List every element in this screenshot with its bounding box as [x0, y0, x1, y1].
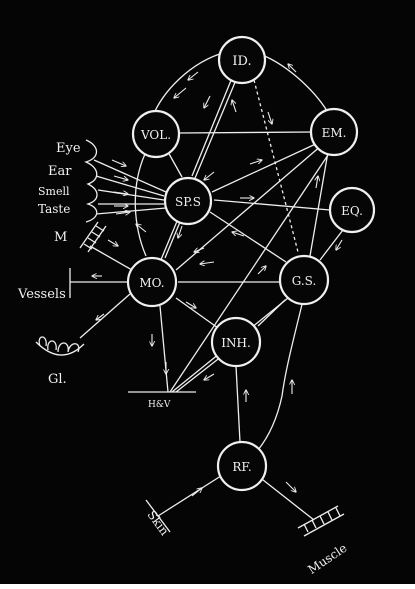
- peripheral-symbols: [35, 139, 345, 537]
- edge-vol-em: [177, 131, 313, 134]
- node-vol: VOL.: [131, 109, 181, 159]
- edge-em-hv: [169, 151, 331, 393]
- skin-bar: [145, 499, 171, 533]
- node-id: ID.: [217, 35, 267, 85]
- node-em-label: EM.: [322, 126, 347, 140]
- edge-inh-hv: [175, 355, 223, 393]
- node-vol-label: VOL.: [140, 128, 171, 142]
- arrows: [92, 64, 343, 497]
- arrow: [136, 224, 147, 233]
- label-smell: Smell: [38, 185, 70, 198]
- arrow: [174, 87, 187, 98]
- arrow: [194, 247, 205, 252]
- edge-gs-rf: [257, 295, 305, 451]
- muscle-ladder-bottom: [297, 505, 345, 537]
- label-m: M: [54, 230, 67, 245]
- edge-sense-1: [93, 159, 167, 193]
- arrow: [316, 176, 318, 189]
- node-sps-label: SP.S: [175, 195, 201, 209]
- edge-id-mo: [159, 79, 237, 263]
- edge-sps-em: [211, 141, 321, 193]
- arrow: [96, 313, 105, 320]
- arrow: [111, 159, 126, 166]
- edges: [70, 51, 347, 521]
- label-vessels: Vessels: [17, 287, 66, 302]
- node-gs: G.S.: [278, 254, 330, 306]
- arrow: [113, 192, 128, 194]
- edge-muscle-m: [89, 245, 133, 271]
- edge-sense-3: [97, 189, 165, 201]
- arrow: [285, 481, 296, 492]
- edge-sps-mo: [164, 221, 181, 259]
- edge-mo-inh: [175, 297, 219, 329]
- arrow: [288, 64, 297, 73]
- arrow: [267, 111, 272, 124]
- edge-rf-skin: [157, 473, 225, 517]
- edge-vol-sps: [167, 151, 183, 178]
- gland-loops: [35, 336, 85, 356]
- node-eq: EQ.: [328, 186, 376, 234]
- arrow: [257, 266, 266, 275]
- arrow: [232, 100, 237, 113]
- node-sps: SP.S: [163, 176, 213, 226]
- arrow: [178, 225, 183, 238]
- arrow: [249, 160, 262, 165]
- label-ear: Ear: [48, 164, 72, 179]
- arrow: [188, 71, 199, 80]
- sense-organ-arcs: [84, 139, 98, 223]
- muscle-ladder-left: [79, 221, 107, 253]
- arrow: [204, 95, 211, 108]
- label-gl: Gl.: [48, 372, 67, 387]
- arrow: [232, 232, 245, 237]
- arrow: [107, 239, 118, 246]
- label-taste: Taste: [38, 202, 70, 216]
- arrow: [191, 488, 202, 497]
- edge-sps-gs: [209, 211, 287, 263]
- edge-inh-rf: [235, 365, 241, 443]
- arrow: [185, 301, 196, 308]
- arrow: [113, 175, 128, 180]
- arrow: [204, 171, 215, 180]
- arrow: [200, 262, 215, 264]
- edge-id-sps: [191, 77, 233, 177]
- edge-sense-5: [95, 207, 167, 215]
- edge-mo-hv: [159, 305, 169, 393]
- node-gs-label: G.S.: [292, 274, 317, 288]
- edge-rf-muscle: [257, 475, 315, 521]
- edge-eq-gs: [319, 225, 347, 261]
- label-hv: H&V: [148, 400, 171, 410]
- arrow: [115, 212, 130, 214]
- label-eye: Eye: [56, 141, 81, 156]
- node-eq-label: EQ.: [341, 204, 363, 218]
- edge-id-vol: [151, 51, 227, 119]
- node-mo: MO.: [126, 256, 178, 308]
- edge-sense-2: [95, 175, 165, 197]
- edge-mo-glands: [79, 293, 131, 339]
- edge-vol-mo: [134, 153, 147, 257]
- node-rf-label: RF.: [232, 460, 251, 474]
- node-id-label: ID.: [232, 54, 251, 69]
- arrow: [336, 239, 343, 250]
- edge-id-em: [259, 53, 331, 117]
- node-mo-label: MO.: [139, 276, 164, 290]
- edge-sps-eq: [213, 199, 331, 211]
- node-inh: INH.: [210, 316, 262, 368]
- node-inh-label: INH.: [221, 336, 251, 350]
- node-rf: RF.: [216, 440, 268, 492]
- arrow: [204, 373, 215, 380]
- edge-em-gs: [309, 151, 329, 257]
- node-em: EM.: [309, 107, 359, 157]
